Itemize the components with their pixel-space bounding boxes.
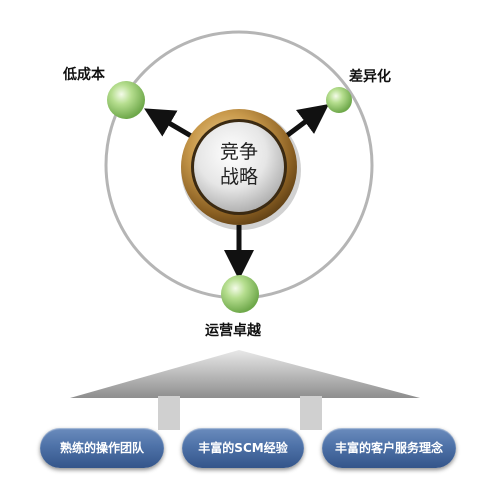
core-center <box>194 122 284 212</box>
core-title: 竞争 战略 <box>196 140 282 190</box>
node-right-label: 差异化 <box>349 69 391 85</box>
node-right <box>326 87 352 113</box>
core-title-line2: 战略 <box>219 166 258 188</box>
foundation-pillar-right <box>300 396 322 430</box>
core-title-line1: 竞争 <box>219 141 258 163</box>
foundation-pillar-left <box>158 396 180 430</box>
foundation-scm-pill: 丰富的SCM经验 <box>182 428 304 468</box>
node-bottom <box>221 275 259 313</box>
node-left <box>107 81 145 119</box>
foundation-team-pill: 熟练的操作团队 <box>40 428 164 468</box>
foundation-service-pill: 丰富的客户服务理念 <box>322 428 456 468</box>
node-bottom-label: 运营卓越 <box>205 323 261 339</box>
foundation-roof <box>70 350 420 398</box>
node-left-label: 低成本 <box>63 67 105 83</box>
